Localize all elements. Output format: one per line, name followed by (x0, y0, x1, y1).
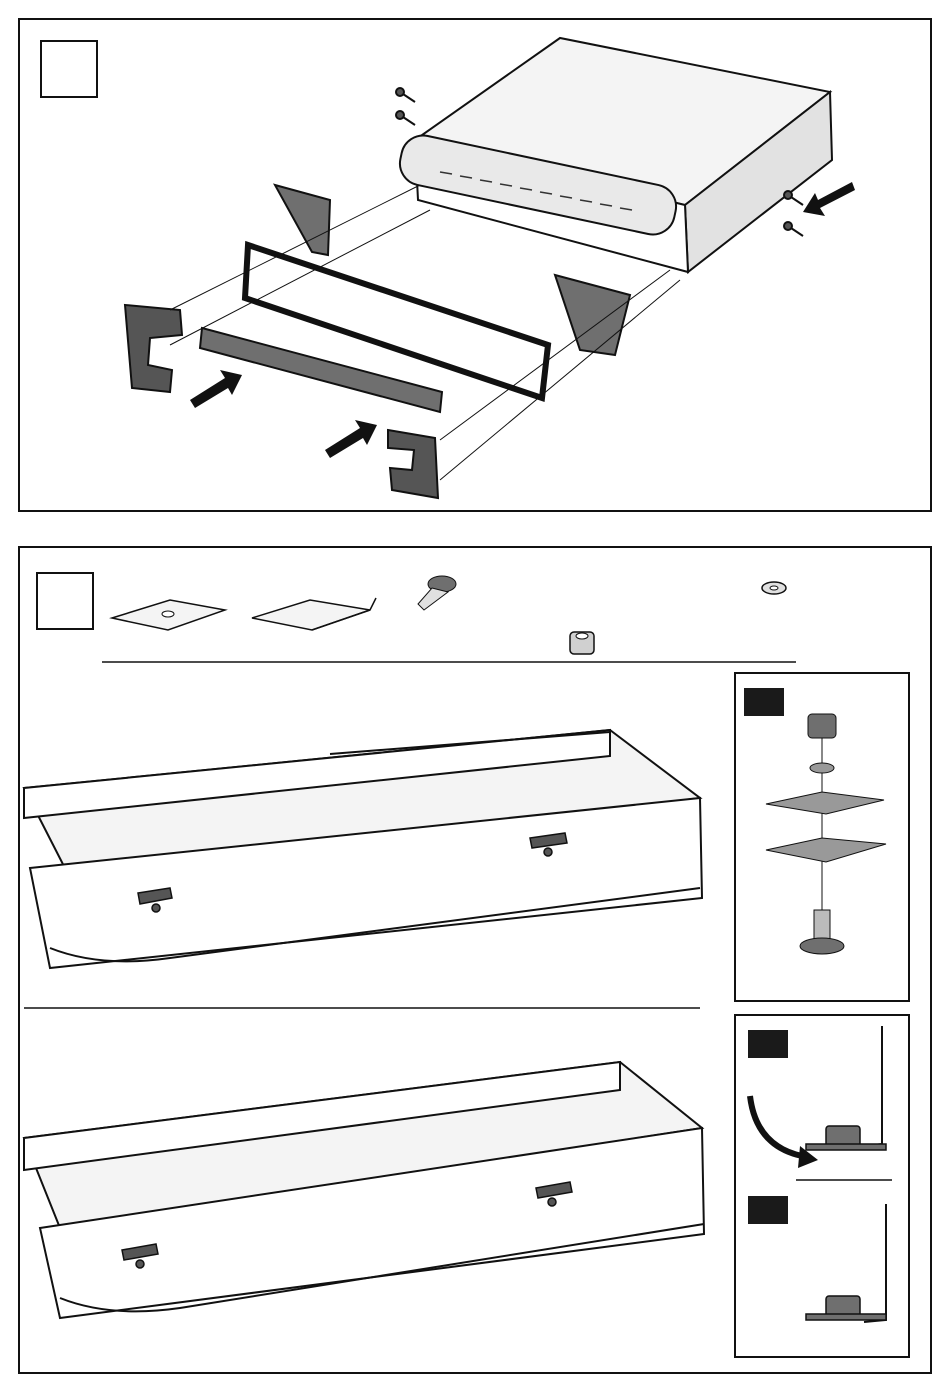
left-bracket (275, 185, 330, 255)
nut-icon (808, 714, 836, 738)
plate-icon (252, 600, 370, 630)
washer-icon (810, 763, 834, 773)
end-cap-left (125, 305, 182, 392)
assembly-panel-1 (18, 18, 932, 512)
exploded-view-illustration (20, 20, 930, 510)
plate-icon (766, 792, 884, 814)
detail-panel-tightening (734, 1014, 910, 1358)
allen-key-icon (864, 1026, 886, 1322)
bolt-icon (800, 910, 844, 954)
trim-bar (200, 328, 442, 412)
arrow-icon (750, 1096, 802, 1156)
rail-illustration-upper (20, 678, 720, 998)
tightening-illustration (736, 1016, 908, 1356)
plate-icon (766, 838, 886, 862)
bolt-icon (418, 576, 456, 610)
end-cap-right (388, 430, 438, 498)
fastener-stack-illustration (736, 674, 908, 1000)
nut-icon (570, 632, 594, 654)
rail-illustration-lower (20, 1018, 720, 1358)
detail-panel-exploded-fastener (734, 672, 910, 1002)
assembly-panel-2 (18, 546, 932, 1374)
parts-list (20, 548, 930, 668)
right-bracket (555, 275, 630, 355)
front-frame (245, 245, 548, 398)
